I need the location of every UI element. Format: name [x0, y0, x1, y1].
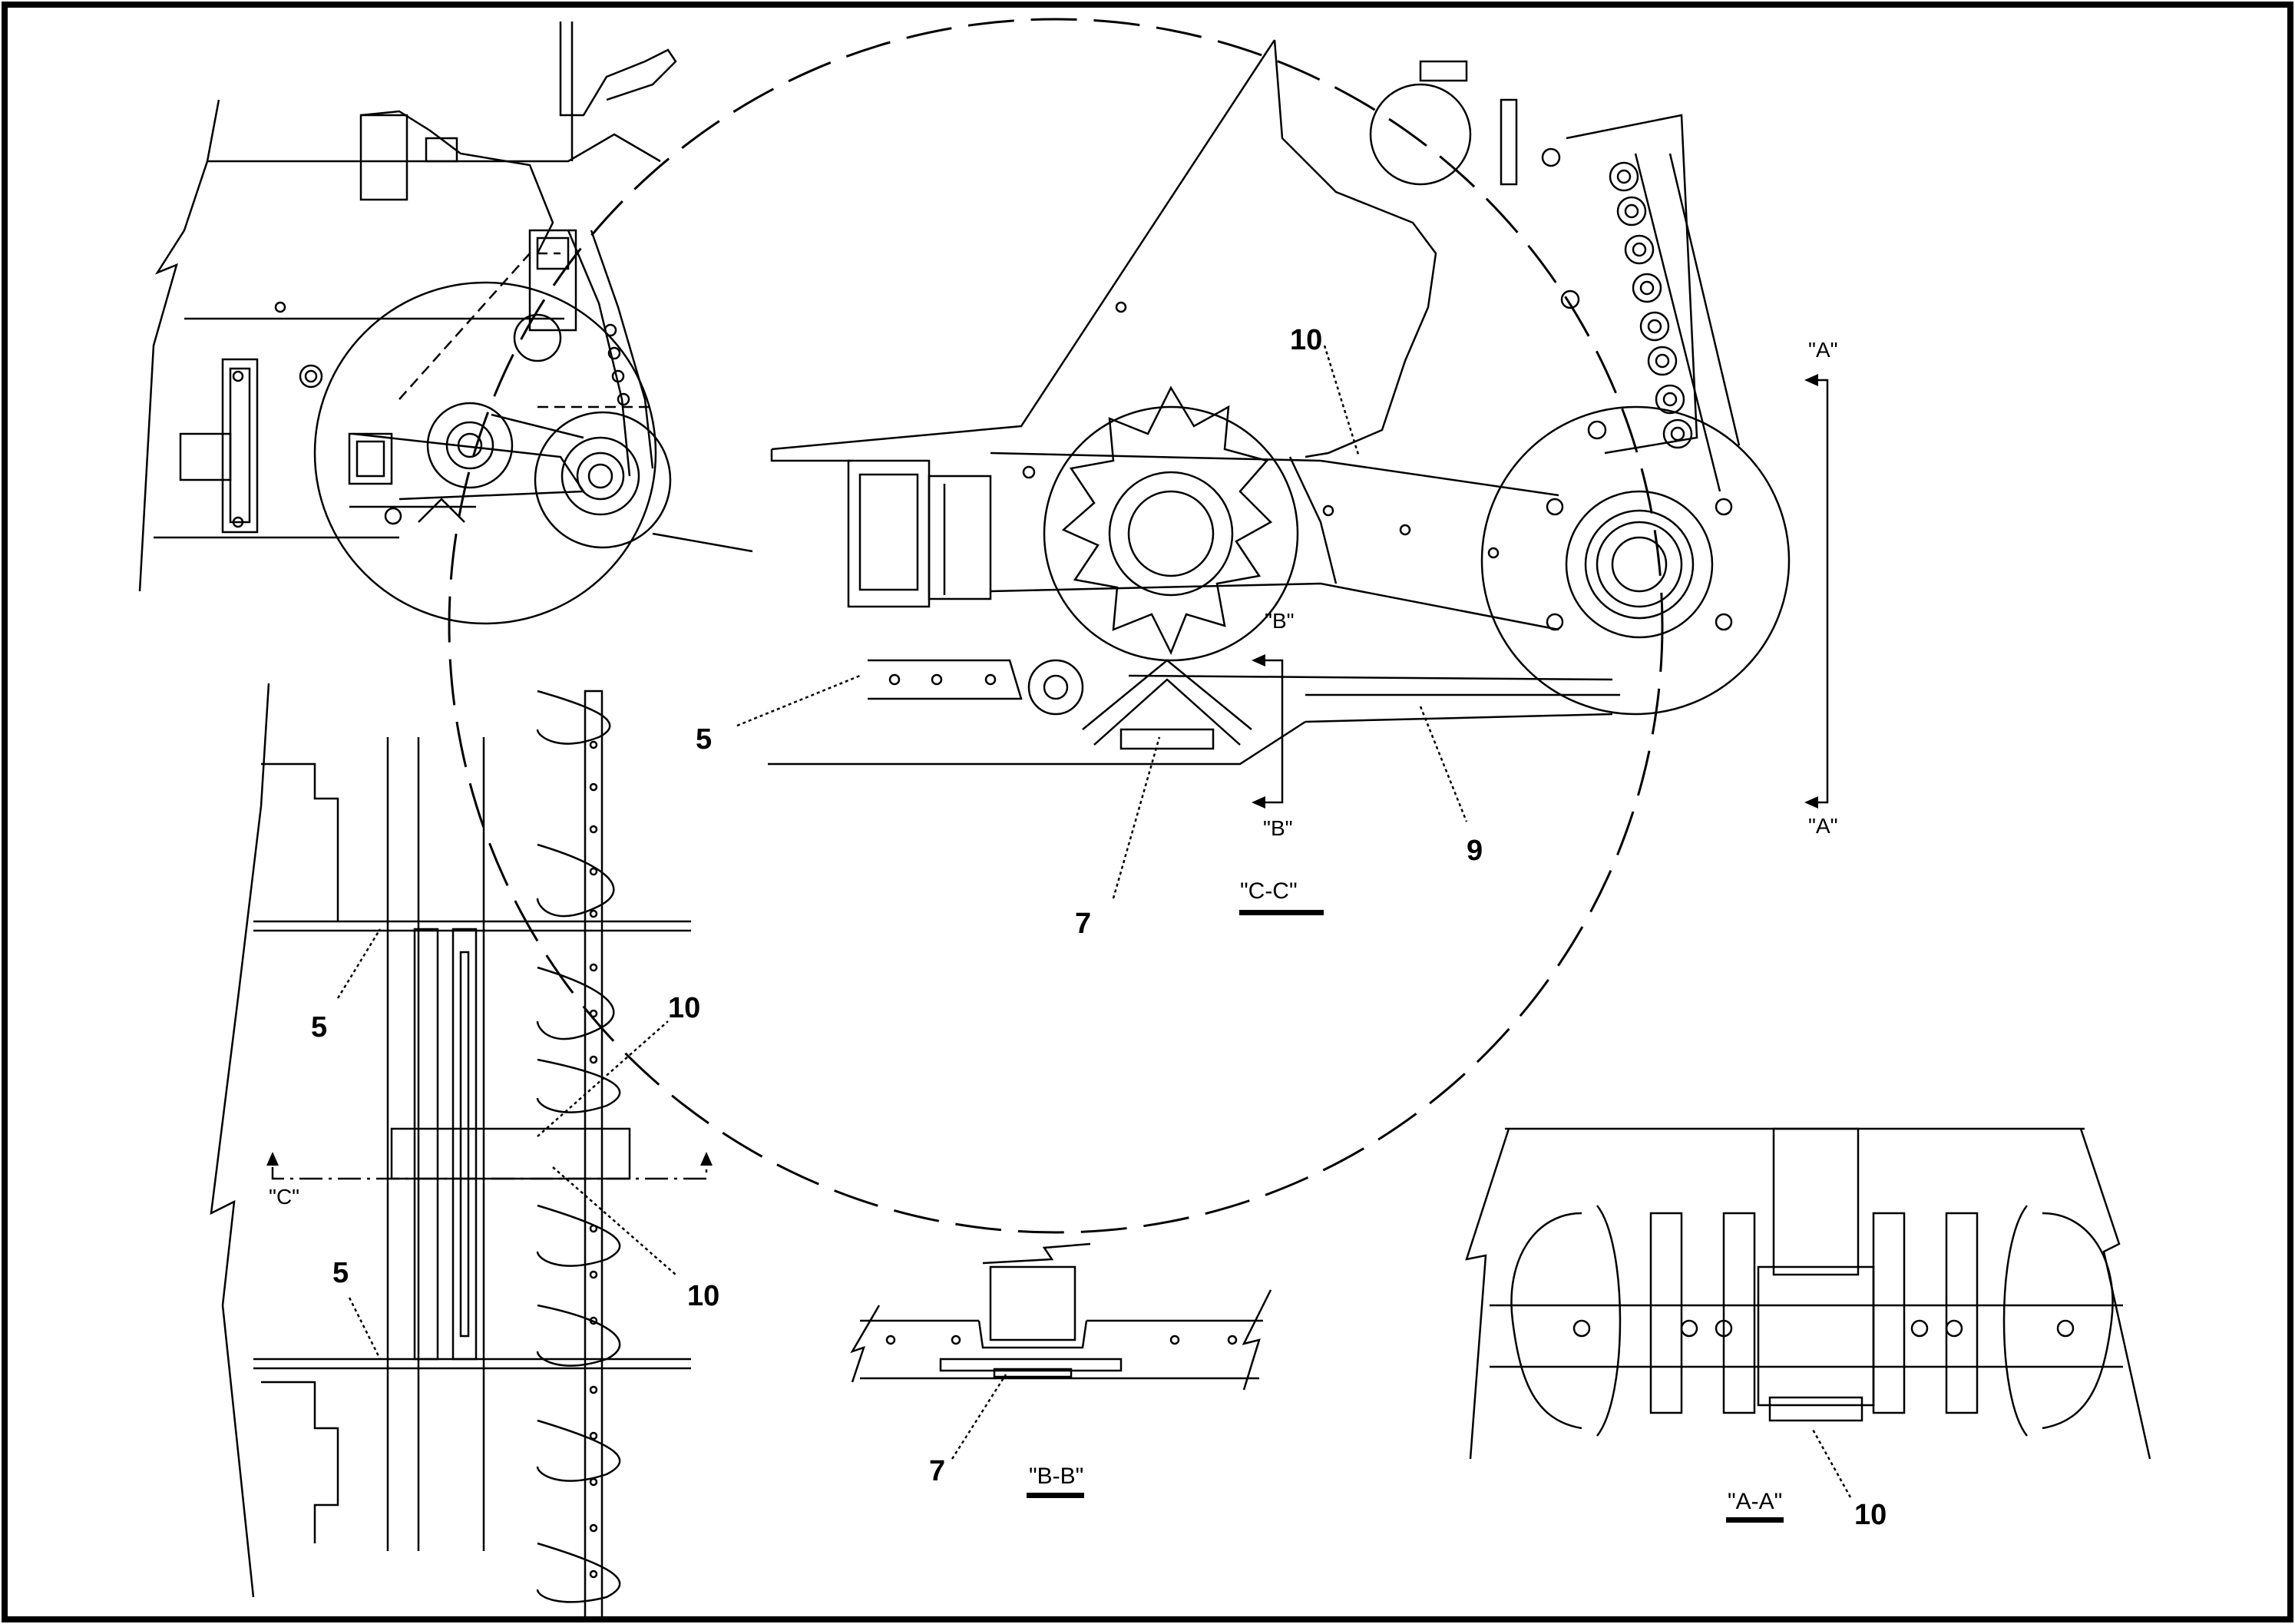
plan-view: [210, 683, 708, 1622]
callout-10-plan-upper: 10: [668, 992, 700, 1024]
section-view-bb: [850, 1242, 1272, 1460]
section-label-aa: "A-A": [1728, 1489, 1782, 1514]
callout-10-section-aa: 10: [1854, 1499, 1887, 1531]
callout-10-detail: 10: [1290, 324, 1322, 356]
view-marker-b-top: "B": [1265, 609, 1295, 633]
section-arrows: [266, 374, 1818, 1166]
callout-7-detail: 7: [1075, 908, 1091, 940]
callout-10-plan-lower: 10: [687, 1280, 719, 1312]
detail-view-cc: [448, 18, 1829, 1234]
callout-5-plan-lower: 5: [332, 1257, 349, 1289]
view-marker-a-bottom: "A": [1808, 814, 1838, 838]
view-marker-a-top: "A": [1808, 338, 1838, 362]
callout-9-detail: 9: [1467, 835, 1483, 867]
section-label-cc: "C-C": [1240, 878, 1298, 904]
view-marker-b-bottom: "B": [1263, 816, 1293, 840]
callout-7-section-bb: 7: [929, 1455, 945, 1487]
overview-view: [138, 21, 753, 625]
callout-5-detail: 5: [696, 723, 712, 756]
section-label-bb: "B-B": [1029, 1464, 1083, 1489]
callout-5-plan-upper: 5: [311, 1011, 327, 1044]
view-marker-c: "C": [269, 1185, 299, 1209]
section-underlines: [1027, 910, 1784, 1523]
section-view-aa: [1465, 1127, 2151, 1498]
